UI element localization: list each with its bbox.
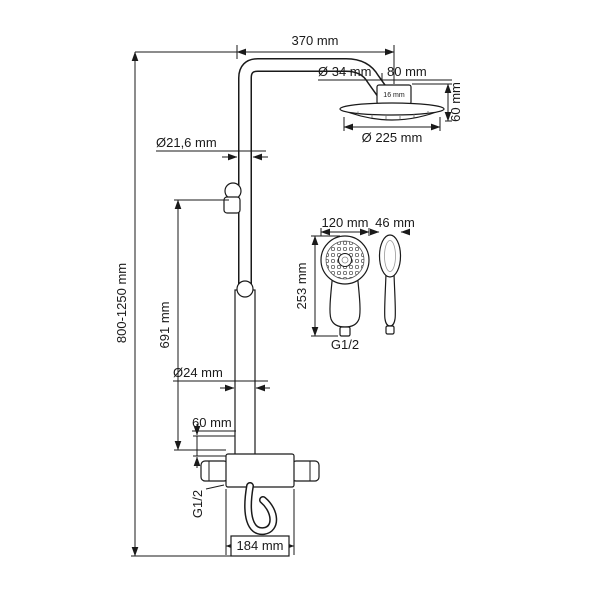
dim-arm-diameter-label: Ø 34 mm xyxy=(318,64,371,79)
dim-hand-depth-label: 46 mm xyxy=(375,215,415,230)
dim-hand-thread-label: G1/2 xyxy=(331,337,359,352)
dim-mixer-offset-label: 60 mm xyxy=(192,415,232,430)
mixer-width-label-box xyxy=(230,535,290,557)
lower-tube xyxy=(234,289,256,459)
shower-head-nozzle-ticks xyxy=(357,111,429,120)
hand-shower-side xyxy=(378,234,402,335)
tube-junction-knob xyxy=(236,280,254,298)
dim-lower-pipe-diameter-label: Ø24 mm xyxy=(173,365,223,380)
dim-mixer-offset-lines xyxy=(192,424,236,468)
dim-head-diameter-label: Ø 225 mm xyxy=(362,130,423,145)
dim-total-height-label: 800-1250 mm xyxy=(114,263,129,343)
dim-hand-length-label: 253 mm xyxy=(294,263,309,310)
dim-head-height-lines xyxy=(412,83,452,122)
dim-pipe-diameter-lines xyxy=(156,150,268,161)
dim-top-width-label: 370 mm xyxy=(292,33,339,48)
shower-head-disc xyxy=(339,102,445,116)
hand-shower-side-head xyxy=(378,234,402,278)
mixer-knob-left xyxy=(200,460,229,482)
dim-370-lines xyxy=(135,45,395,84)
mixer-body xyxy=(225,453,295,488)
hand-shower-button xyxy=(338,253,352,267)
hand-shower-nub xyxy=(339,326,351,337)
dim-connector-size-label: 16 mm xyxy=(383,92,405,99)
dim-riser-height-label: 691 mm xyxy=(157,302,172,349)
hand-shower-front xyxy=(320,235,370,337)
dim-hand-width-label: 120 mm xyxy=(322,215,369,230)
dim-hand-width-lines xyxy=(320,228,370,236)
dim-arm-lines xyxy=(318,73,452,81)
mixer-knob-right xyxy=(291,460,320,482)
hand-shower-side-handle xyxy=(383,273,397,327)
dim-mixer-thread-lines xyxy=(205,484,225,490)
dim-mixer-width-label: 184 mm xyxy=(237,538,284,553)
dim-lower-pipe-lines xyxy=(173,380,270,392)
slider-bracket xyxy=(223,196,241,214)
riser-pipe-fill xyxy=(239,59,388,460)
dim-691-lines xyxy=(174,199,229,451)
dim-hand-length-lines xyxy=(311,235,340,337)
dim-pipe-diameter-label: Ø21,6 mm xyxy=(156,135,217,150)
hand-shower-side-nub xyxy=(385,325,395,335)
dim-arm-offset-label: 80 mm xyxy=(387,64,427,79)
hand-shower-button-inner xyxy=(341,256,349,264)
hand-shower-side-contour xyxy=(384,240,396,272)
dim-mixer-thread-label: G1/2 xyxy=(190,490,205,518)
dim-head-height-label: 60 mm xyxy=(448,82,463,122)
dim-head-diameter-lines xyxy=(343,117,441,131)
dim-total-height-lines xyxy=(131,51,238,557)
shower-hose-fill xyxy=(245,483,276,534)
